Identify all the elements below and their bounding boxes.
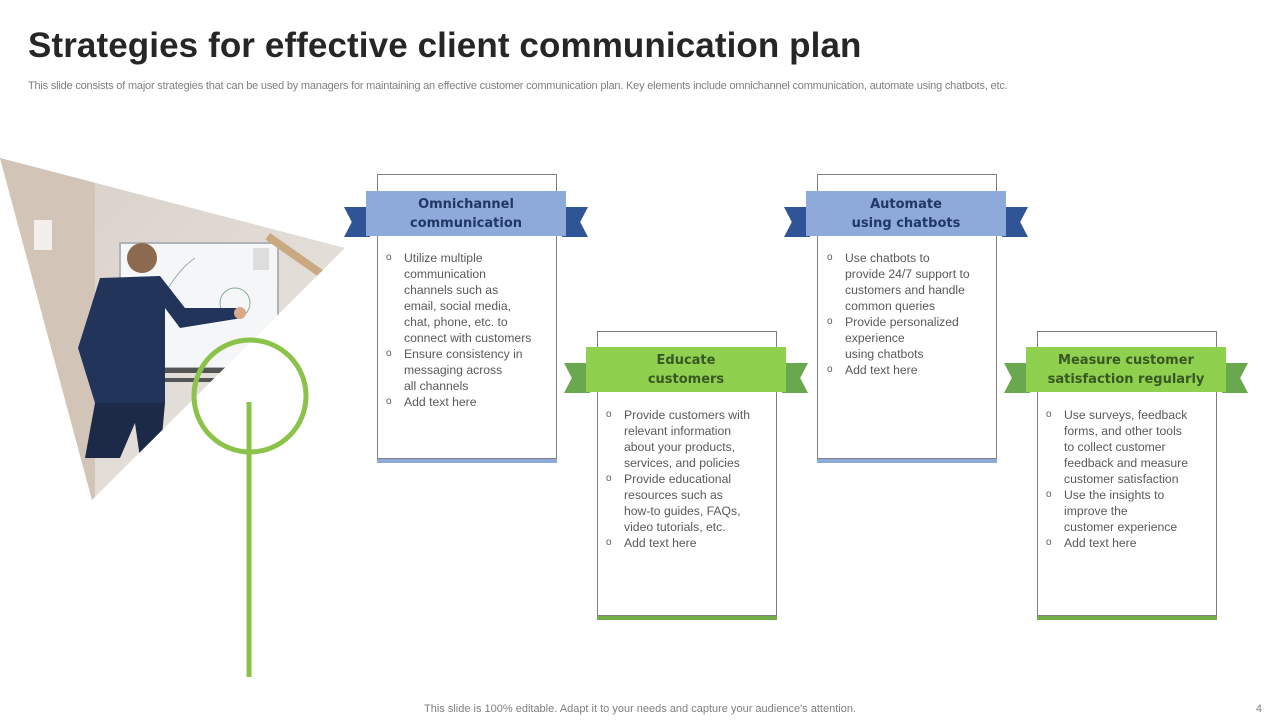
bullet-item: Use chatbots to provide 24/7 support to … (826, 250, 998, 314)
strategy-title: Omnichannel communication (366, 191, 566, 236)
businessman-whiteboard-photo (0, 158, 345, 500)
card-bottom-bar (597, 616, 777, 620)
bullet-item: Provide customers with relevant informat… (605, 407, 777, 471)
bullet-item: Provide educational resources such as ho… (605, 471, 777, 535)
bullet-list: Provide customers with relevant informat… (605, 407, 777, 551)
bullet-item: Use surveys, feedback forms, and other t… (1045, 407, 1217, 487)
strategy-title: Automate using chatbots (806, 191, 1006, 236)
slide-title: Strategies for effective client communic… (28, 26, 862, 65)
bullet-item: Use the insights to improve the customer… (1045, 487, 1217, 535)
bullet-item: Add text here (1045, 535, 1217, 551)
bullet-item: Utilize multiple communication channels … (385, 250, 557, 346)
bullet-item: Add text here (605, 535, 777, 551)
ribbon-omnichannel: Omnichannel communication (344, 191, 588, 237)
card-bottom-bar (377, 459, 557, 463)
card-bottom-bar (1037, 616, 1217, 620)
ribbon-satisfaction: Measure customer satisfaction regularly (1004, 347, 1248, 393)
bullet-item: Ensure consistency in messaging across a… (385, 346, 557, 394)
bullet-item: Provide personalized experience using ch… (826, 314, 998, 362)
bullet-item: Add text here (385, 394, 557, 410)
ribbon-educate: Educate customers (564, 347, 808, 393)
bullet-list: Use surveys, feedback forms, and other t… (1045, 407, 1217, 551)
bullet-list: Utilize multiple communication channels … (385, 250, 557, 410)
strategy-title: Measure customer satisfaction regularly (1026, 347, 1226, 392)
card-bottom-bar (817, 459, 997, 463)
footer-note: This slide is 100% editable. Adapt it to… (424, 703, 856, 715)
page-number: 4 (1255, 703, 1262, 715)
ribbon-chatbots: Automate using chatbots (784, 191, 1028, 237)
decorative-circle-line (191, 337, 309, 677)
bullet-item: Add text here (826, 362, 998, 378)
bullet-list: Use chatbots to provide 24/7 support to … (826, 250, 998, 378)
strategy-title: Educate customers (586, 347, 786, 392)
slide-subtitle: This slide consists of major strategies … (28, 80, 1008, 92)
